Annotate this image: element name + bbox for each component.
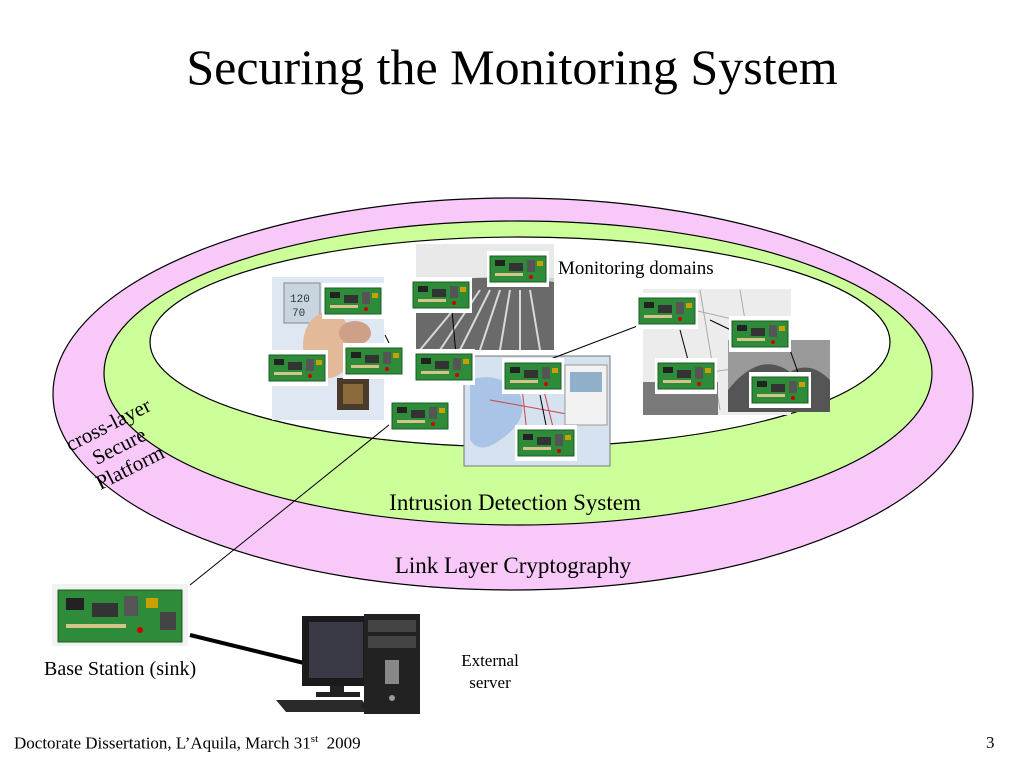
external-server-computer [276, 614, 420, 714]
page-number: 3 [986, 733, 995, 752]
sensor-node [728, 315, 792, 353]
base-station-board [52, 584, 188, 646]
external-server-label-line1: External [461, 651, 519, 670]
sensor-node [412, 348, 476, 386]
sensor-node [514, 424, 578, 462]
footer-superscript: st [310, 733, 319, 745]
external-server-label-line2: server [469, 673, 511, 692]
intrusion-detection-label: Intrusion Detection System [389, 490, 641, 515]
footer-text: Doctorate Dissertation, L’Aquila, March … [14, 733, 361, 754]
link-layer-label: Link Layer Cryptography [394, 553, 632, 578]
sensor-node [409, 276, 473, 314]
base-station-label: Base Station (sink) [44, 658, 197, 680]
footer-main-text: Doctorate Dissertation, L’Aquila, March … [14, 733, 311, 753]
svg-text:70: 70 [292, 308, 305, 320]
footer-year: 2009 [326, 733, 361, 753]
sensor-node [342, 342, 406, 380]
sensor-node [654, 357, 718, 395]
sensor-node [321, 282, 385, 320]
sensor-node [748, 371, 812, 409]
sensor-node [635, 292, 699, 330]
sensor-node [265, 349, 329, 387]
sensor-node [388, 397, 452, 435]
sensor-node [486, 250, 550, 288]
slide-title: Securing the Monitoring System [186, 39, 838, 95]
monitoring-domains-label: Monitoring domains [558, 258, 714, 279]
sensor-node [501, 357, 565, 395]
bay-area-map [463, 355, 611, 467]
external-server-label: External server [440, 650, 540, 694]
svg-text:120: 120 [290, 294, 310, 306]
